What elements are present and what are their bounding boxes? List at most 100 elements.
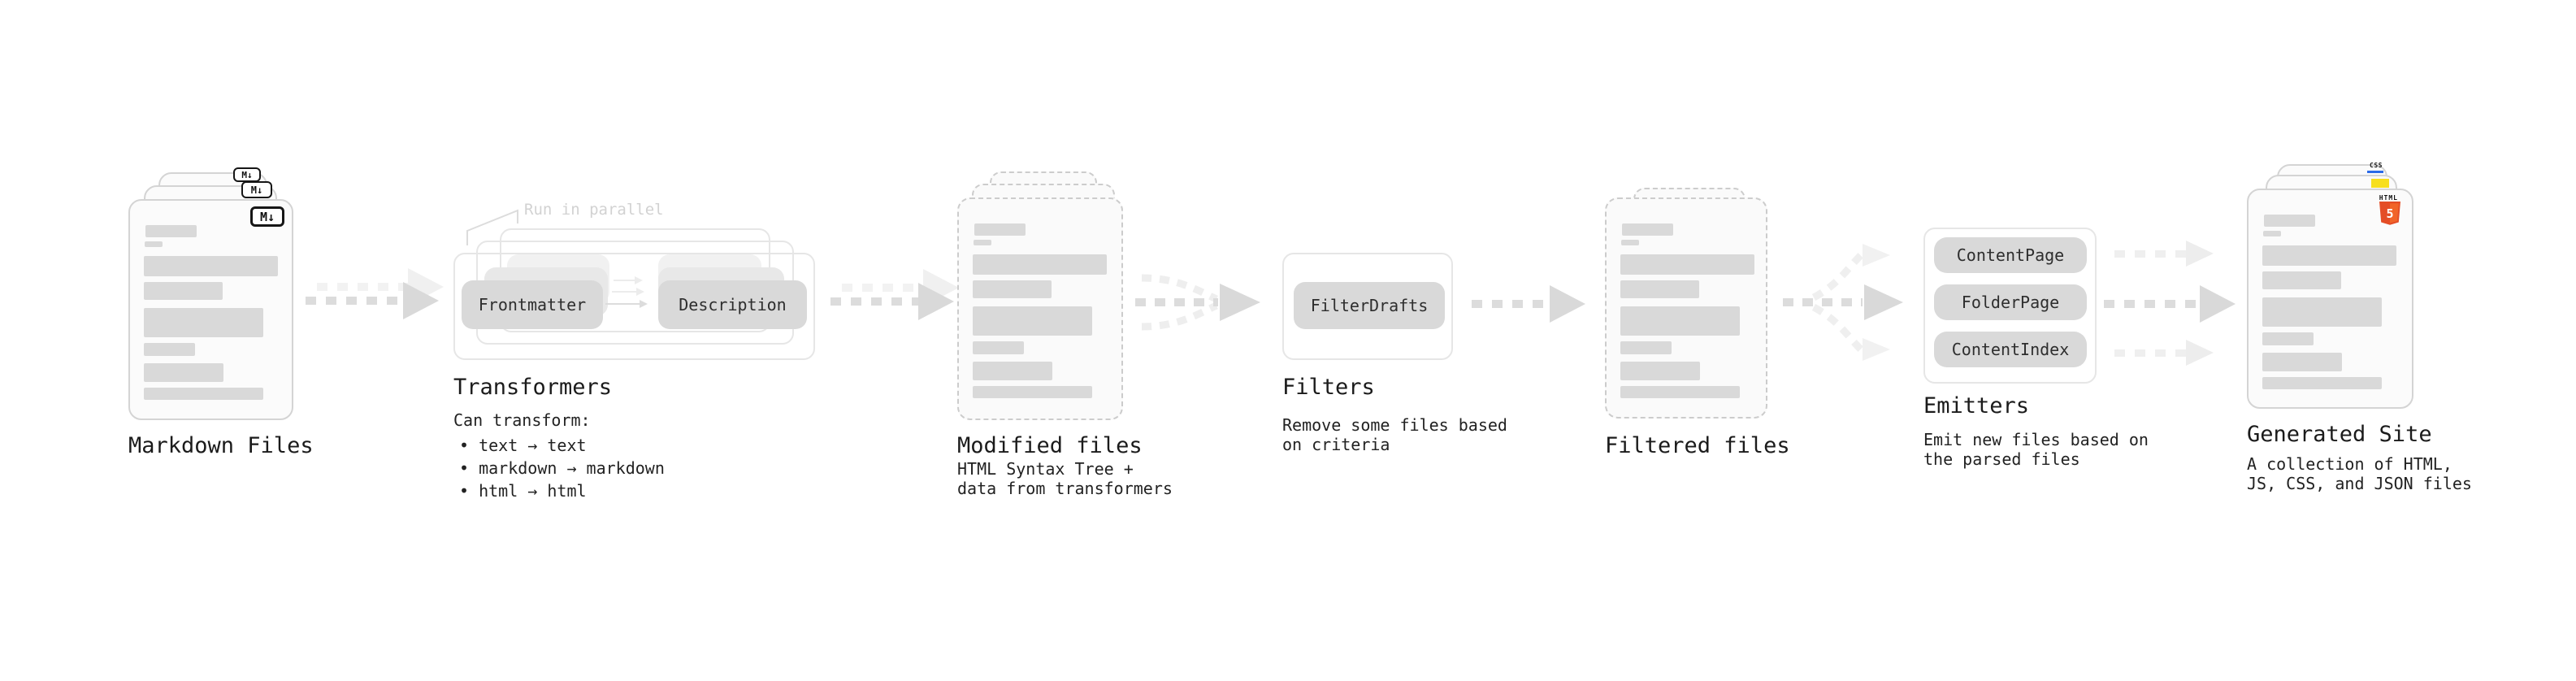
- flow-arrow-transformers-to-modified: [830, 283, 954, 320]
- bullet-dot: •: [459, 481, 470, 501]
- placeholder-text-bar: [974, 223, 1026, 236]
- subtitle-line: HTML Syntax Tree +: [957, 459, 1134, 479]
- css-icon-underline: [2367, 171, 2383, 173]
- arrow-head: [918, 283, 954, 320]
- stage-title-emitters: Emitters: [1923, 393, 2030, 419]
- stage-title-transformers: Transformers: [453, 375, 613, 400]
- node-label: FilterDrafts: [1310, 296, 1429, 315]
- stage-title-generated-site: Generated Site: [2247, 422, 2432, 447]
- markdown-icon-label: M↓: [250, 184, 263, 196]
- placeholder-text-bar: [144, 363, 223, 382]
- arrow-head: [2200, 285, 2236, 323]
- emitter-node-contentpage: ContentPage: [1934, 237, 2087, 273]
- transformers-bullet-list: • text → text • markdown → markdown • ht…: [459, 434, 665, 502]
- arrow-dash: [1472, 300, 1550, 308]
- arrow-head: [2186, 241, 2214, 267]
- subtitle-line: JS, CSS, and JSON files: [2247, 474, 2472, 493]
- emitter-node-contentindex: ContentIndex: [1934, 332, 2087, 367]
- flow-arrow-filtered-to-emitters: [1783, 244, 1903, 361]
- placeholder-text-bar: [973, 306, 1092, 336]
- placeholder-text-bar: [973, 386, 1092, 398]
- placeholder-text-bar: [2262, 297, 2382, 327]
- placeholder-text-bar: [1620, 254, 1754, 275]
- subtitle-line: the parsed files: [1923, 449, 2080, 469]
- placeholder-text-bar: [973, 341, 1024, 354]
- placeholder-text-bar: [2262, 245, 2396, 266]
- stage-title-filtered-files: Filtered files: [1605, 433, 1790, 458]
- subtitle-line: data from transformers: [957, 479, 1173, 498]
- arrow-head: [1550, 285, 1585, 323]
- node-label: Frontmatter: [478, 295, 587, 314]
- placeholder-text-bar: [2263, 231, 2281, 236]
- emitters-box: [1923, 228, 2097, 384]
- markdown-icon: M↓: [233, 167, 261, 182]
- subtitle-line: Remove some files based: [1282, 415, 1507, 435]
- placeholder-text-bar: [145, 241, 163, 247]
- filter-node-filterdrafts: FilterDrafts: [1294, 282, 1445, 329]
- flow-arrow-folderpage-to-site: [2104, 285, 2236, 323]
- placeholder-text-bar: [1620, 280, 1699, 298]
- file-card-front: [957, 197, 1123, 420]
- flow-arrow-markdown-to-transformers: [306, 282, 439, 319]
- bullet-line: • markdown → markdown: [459, 457, 665, 479]
- node-label: ContentPage: [1956, 245, 2065, 265]
- placeholder-text-bar: [2262, 271, 2341, 289]
- placeholder-text-bar: [2262, 377, 2382, 389]
- node-label: FolderPage: [1961, 293, 2060, 312]
- stage-title-modified-files: Modified files: [957, 433, 1143, 458]
- arrow-dash: [2114, 249, 2186, 258]
- placeholder-text-bar: [973, 280, 1052, 298]
- markdown-icon-label: M↓: [259, 209, 275, 224]
- svg-text:5: 5: [2386, 206, 2393, 221]
- markdown-icon-label: M↓: [241, 169, 253, 180]
- stage-title-filters: Filters: [1282, 375, 1375, 400]
- placeholder-text-bar: [144, 388, 263, 400]
- bullet-text: html → html: [479, 481, 587, 501]
- placeholder-text-bar: [2262, 353, 2342, 371]
- placeholder-text-bar: [1620, 362, 1700, 380]
- bullet-line: • text → text: [459, 434, 665, 457]
- placeholder-text-bar: [2264, 215, 2315, 227]
- placeholder-text-bar: [1620, 306, 1740, 336]
- js-icon: [2371, 179, 2389, 188]
- modified-files-subtitle: HTML Syntax Tree + data from transformer…: [957, 459, 1173, 498]
- emitters-subtitle: Emit new files based on the parsed files: [1923, 430, 2149, 469]
- bullet-dot: •: [459, 436, 470, 455]
- placeholder-text-bar: [1622, 223, 1673, 236]
- placeholder-text-bar: [1620, 341, 1672, 354]
- run-in-parallel-annotation: Run in parallel: [524, 201, 664, 219]
- placeholder-text-bar: [1621, 240, 1639, 245]
- parallel-arrows-icon: [605, 276, 648, 308]
- arrow-dash: [306, 297, 403, 305]
- html5-icon: 5: [2379, 202, 2400, 225]
- placeholder-text-bar: [973, 254, 1107, 275]
- markdown-icon: M↓: [250, 206, 284, 227]
- placeholder-text-bar: [973, 362, 1052, 380]
- transformer-node-frontmatter: Frontmatter: [462, 280, 603, 329]
- placeholder-text-bar: [974, 240, 991, 245]
- placeholder-text-bar: [2262, 332, 2314, 345]
- bullet-text: text → text: [479, 436, 587, 455]
- placeholder-text-bar: [144, 282, 223, 300]
- flow-arrow-filters-to-filtered: [1472, 285, 1585, 323]
- generated-site-subtitle: A collection of HTML, JS, CSS, and JSON …: [2247, 454, 2472, 493]
- flow-arrow-contentpage-to-site: [2114, 241, 2214, 267]
- file-card-front: M↓: [128, 199, 293, 420]
- file-card-front: [1605, 197, 1767, 419]
- node-label: Description: [679, 295, 787, 314]
- arrow-head: [403, 282, 439, 319]
- stage-title-markdown-files: Markdown Files: [128, 433, 314, 458]
- emitter-node-folderpage: FolderPage: [1934, 284, 2087, 320]
- subtitle-line: on criteria: [1282, 435, 1390, 454]
- arrow-dash: [2104, 300, 2200, 308]
- placeholder-text-bar: [144, 343, 195, 356]
- placeholder-text-bar: [1620, 386, 1740, 398]
- placeholder-text-bar: [144, 308, 263, 337]
- run-in-parallel-callout-line: [466, 209, 518, 245]
- html5-icon-label: HTML: [2379, 194, 2398, 202]
- markdown-icon: M↓: [241, 181, 272, 198]
- transformer-box-front: [453, 253, 815, 360]
- node-label: ContentIndex: [1951, 340, 2070, 359]
- file-card-front-html: HTML 5: [2247, 189, 2413, 409]
